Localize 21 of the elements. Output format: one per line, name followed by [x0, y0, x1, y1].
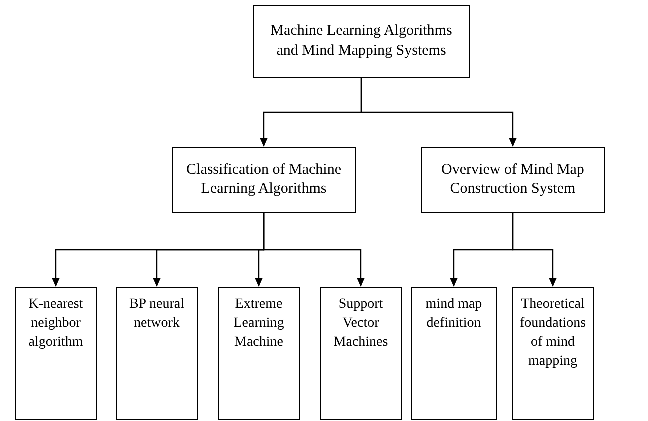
process-box	[218, 287, 300, 420]
node-label: BP neural network	[128, 296, 186, 333]
node-label: Overview of Mind Map Construction System	[440, 160, 586, 199]
process-box	[172, 147, 356, 213]
process-box	[15, 287, 97, 420]
process-box	[512, 287, 594, 420]
node-label: Theoretical foundations of mind mapping	[518, 296, 588, 371]
arrow	[360, 78, 517, 147]
process-box	[421, 147, 605, 213]
arrow	[263, 213, 365, 287]
node-label: Support Vector Machines	[332, 296, 390, 352]
process-box	[116, 287, 198, 420]
node-label: Classification of Machine Learning Algorithms	[186, 160, 342, 199]
process-box	[411, 287, 497, 420]
node-label: mind map definition	[424, 296, 484, 333]
process-box	[320, 287, 402, 420]
node-label: Machine Learning Algorithms and Mind Mapping Systems	[270, 22, 454, 60]
node-label: K-nearest neighbor algorithm	[28, 296, 84, 352]
arrow	[512, 213, 557, 287]
process-box	[253, 5, 470, 78]
node-label: Extreme Learning Machine	[232, 296, 286, 352]
